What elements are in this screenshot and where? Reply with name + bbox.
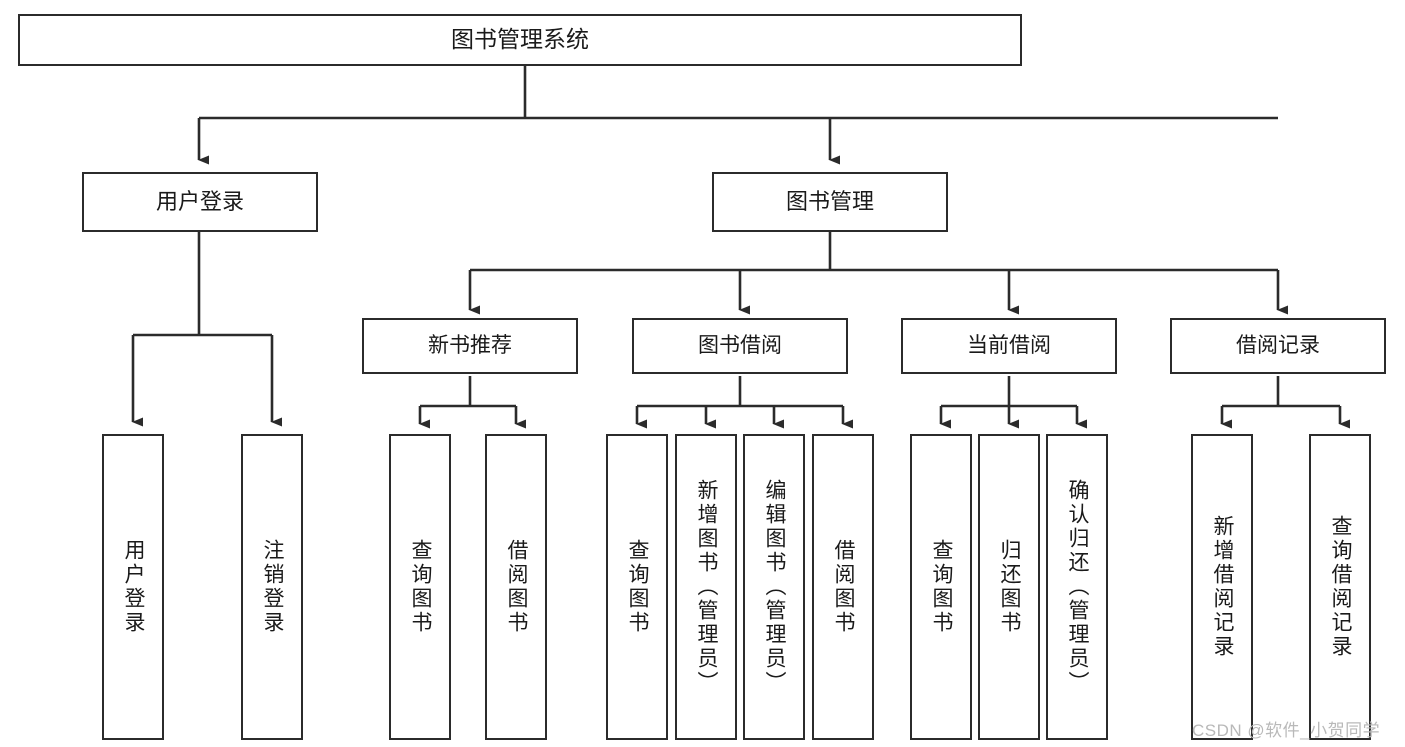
leaf-borrow-edit-book[interactable]: 编辑图书（管理员）	[743, 434, 805, 740]
node-borrow-record[interactable]: 借阅记录	[1170, 318, 1386, 374]
leaf-borrow-query-book[interactable]: 查询图书	[606, 434, 668, 740]
node-book-management[interactable]: 图书管理	[712, 172, 948, 232]
leaf-user-login-signout[interactable]: 注销登录	[241, 434, 303, 740]
watermark: CSDN @软件_小贺同学	[1192, 721, 1381, 740]
leaf-borrow-add-book[interactable]: 新增图书（管理员）	[675, 434, 737, 740]
leaf-new-book-borrow-label: 借阅图书	[505, 539, 529, 635]
leaf-user-login-signin-label: 用户登录	[122, 539, 146, 635]
node-new-book-recommend[interactable]: 新书推荐	[362, 318, 578, 374]
leaf-borrow-query-book-label: 查询图书	[626, 539, 650, 635]
node-new-book-recommend-label: 新书推荐	[428, 333, 512, 357]
leaf-borrow-borrow-book-label: 借阅图书	[832, 539, 856, 635]
leaf-current-return-book[interactable]: 归还图书	[978, 434, 1040, 740]
leaf-current-query-book[interactable]: 查询图书	[910, 434, 972, 740]
leaf-user-login-signin[interactable]: 用户登录	[102, 434, 164, 740]
leaf-record-query[interactable]: 查询借阅记录	[1309, 434, 1371, 740]
leaf-current-confirm-return-label: 确认归还（管理员）	[1066, 479, 1090, 695]
leaf-new-book-query[interactable]: 查询图书	[389, 434, 451, 740]
node-root[interactable]: 图书管理系统	[18, 14, 1022, 66]
leaf-borrow-add-book-label: 新增图书（管理员）	[695, 479, 719, 695]
node-book-management-label: 图书管理	[785, 189, 874, 215]
leaf-record-query-label: 查询借阅记录	[1329, 515, 1353, 659]
leaf-record-add[interactable]: 新增借阅记录	[1191, 434, 1253, 740]
node-user-login[interactable]: 用户登录	[82, 172, 318, 232]
leaf-record-add-label: 新增借阅记录	[1211, 515, 1235, 659]
node-user-login-label: 用户登录	[155, 189, 244, 215]
node-book-borrow[interactable]: 图书借阅	[632, 318, 848, 374]
leaf-current-return-book-label: 归还图书	[998, 539, 1022, 635]
leaf-new-book-borrow[interactable]: 借阅图书	[485, 434, 547, 740]
node-book-borrow-label: 图书借阅	[698, 333, 782, 357]
leaf-current-confirm-return[interactable]: 确认归还（管理员）	[1046, 434, 1108, 740]
leaf-borrow-borrow-book[interactable]: 借阅图书	[812, 434, 874, 740]
node-current-borrow-label: 当前借阅	[967, 333, 1051, 357]
leaf-new-book-query-label: 查询图书	[409, 539, 433, 635]
leaf-borrow-edit-book-label: 编辑图书（管理员）	[763, 479, 787, 695]
node-current-borrow[interactable]: 当前借阅	[901, 318, 1117, 374]
leaf-current-query-book-label: 查询图书	[930, 539, 954, 635]
node-borrow-record-label: 借阅记录	[1236, 333, 1320, 357]
leaf-user-login-signout-label: 注销登录	[261, 539, 285, 635]
node-root-label: 图书管理系统	[451, 26, 589, 53]
